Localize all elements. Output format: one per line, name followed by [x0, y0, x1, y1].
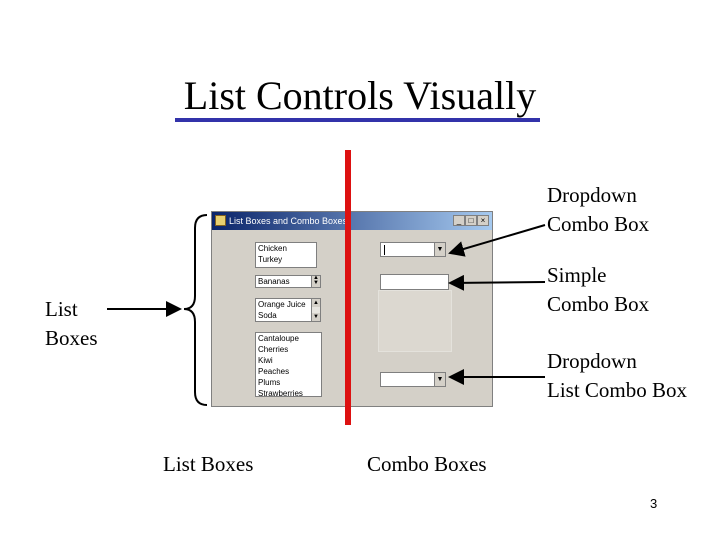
- label-line: Combo Box: [547, 292, 650, 316]
- list-item[interactable]: Bananas: [258, 277, 290, 286]
- dropdown-combo-box[interactable]: ▼: [380, 242, 446, 257]
- title-underline: [175, 118, 540, 122]
- label-line: Boxes: [45, 326, 98, 350]
- list-item[interactable]: Cherries: [258, 345, 289, 354]
- scroll-down-icon[interactable]: ▼: [312, 313, 320, 321]
- window-titlebar: List Boxes and Combo Boxes _ □ ×: [212, 212, 492, 230]
- listbox-fruits[interactable]: Cantaloupe Cherries Kiwi Peaches Plums S…: [255, 332, 322, 398]
- list-item[interactable]: Turkey: [258, 255, 283, 264]
- listbox-fruit-spinner[interactable]: Bananas ▲▼: [255, 275, 321, 288]
- label-combo-boxes-bottom: Combo Boxes: [367, 452, 487, 476]
- list-item[interactable]: Chicken: [258, 244, 287, 253]
- scrollbar[interactable]: ▲ ▼: [311, 299, 320, 321]
- spinner-arrows-icon[interactable]: ▲▼: [311, 275, 320, 287]
- label-line: Simple: [547, 263, 607, 287]
- label-list-boxes-bottom: List Boxes: [163, 452, 254, 476]
- label-line: Dropdown: [547, 183, 637, 207]
- listbox-meats[interactable]: Chicken Turkey: [255, 242, 317, 268]
- list-item[interactable]: Orange Juice: [258, 300, 306, 309]
- maximize-button[interactable]: □: [465, 215, 477, 226]
- app-icon: [215, 215, 226, 226]
- form-window: List Boxes and Combo Boxes _ □ × Chicken…: [211, 211, 493, 407]
- window-title: List Boxes and Combo Boxes: [229, 216, 348, 226]
- scroll-up-icon[interactable]: ▲: [312, 299, 320, 307]
- label-line: Combo Box: [547, 212, 650, 236]
- minimize-button[interactable]: _: [453, 215, 465, 226]
- label-list-boxes-side: List Boxes: [45, 295, 98, 353]
- page-number: 3: [650, 496, 658, 511]
- simple-combo-box-list[interactable]: [378, 290, 452, 352]
- label-line: List Combo Box: [547, 378, 688, 402]
- list-item[interactable]: Strawberries: [258, 389, 303, 398]
- text-caret: [384, 245, 385, 255]
- list-item[interactable]: Cantaloupe: [258, 334, 299, 343]
- chevron-down-icon[interactable]: ▼: [434, 373, 445, 386]
- brace-icon: [183, 214, 208, 406]
- list-item[interactable]: Peaches: [258, 367, 290, 376]
- listbox-drinks[interactable]: Orange Juice Soda ▲ ▼: [255, 298, 321, 322]
- label-line: Dropdown: [547, 349, 637, 373]
- close-button[interactable]: ×: [477, 215, 489, 226]
- label-line: List: [45, 297, 78, 321]
- list-item[interactable]: Kiwi: [258, 356, 273, 365]
- label-simple-combo-box: Simple Combo Box: [547, 261, 649, 319]
- list-item[interactable]: Soda: [258, 311, 277, 320]
- slide-title: List Controls Visually: [183, 73, 537, 118]
- arrow-dropdown-combo: [448, 224, 546, 257]
- chevron-down-icon[interactable]: ▼: [434, 243, 445, 256]
- label-dropdown-list-combo-box: Dropdown List Combo Box: [547, 347, 687, 405]
- list-item[interactable]: Plums: [258, 378, 281, 387]
- dropdown-list-combo-box[interactable]: ▼: [380, 372, 446, 387]
- label-dropdown-combo-box: Dropdown Combo Box: [547, 181, 649, 239]
- arrow-simple-combo: [448, 274, 546, 291]
